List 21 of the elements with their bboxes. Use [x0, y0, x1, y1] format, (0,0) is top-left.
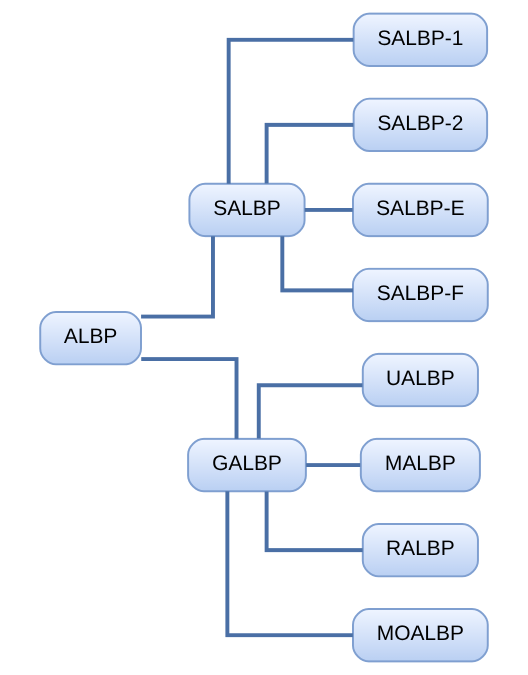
connector	[306, 463, 360, 468]
connector	[141, 357, 238, 439]
connector	[141, 236, 215, 319]
node-box: UALBP	[362, 352, 479, 408]
node-box: SALBP-F	[352, 268, 489, 322]
connector	[226, 38, 354, 184]
connector	[256, 383, 362, 438]
connector	[264, 122, 354, 184]
node-box: GALBP	[187, 438, 307, 492]
node-box: SALBP-E	[352, 182, 489, 238]
node-box: ALBP	[39, 311, 142, 366]
node-box: SALBP-1	[352, 12, 488, 67]
connector	[280, 236, 353, 292]
connector	[304, 208, 353, 212]
node-box: RALBP	[362, 522, 479, 578]
connector	[264, 492, 363, 552]
node-box: MOALBP	[352, 608, 489, 662]
node-box: SALBP	[188, 182, 306, 238]
node-box: SALBP-2	[352, 98, 488, 152]
connector	[225, 491, 353, 638]
node-box: MALBP	[360, 438, 481, 492]
